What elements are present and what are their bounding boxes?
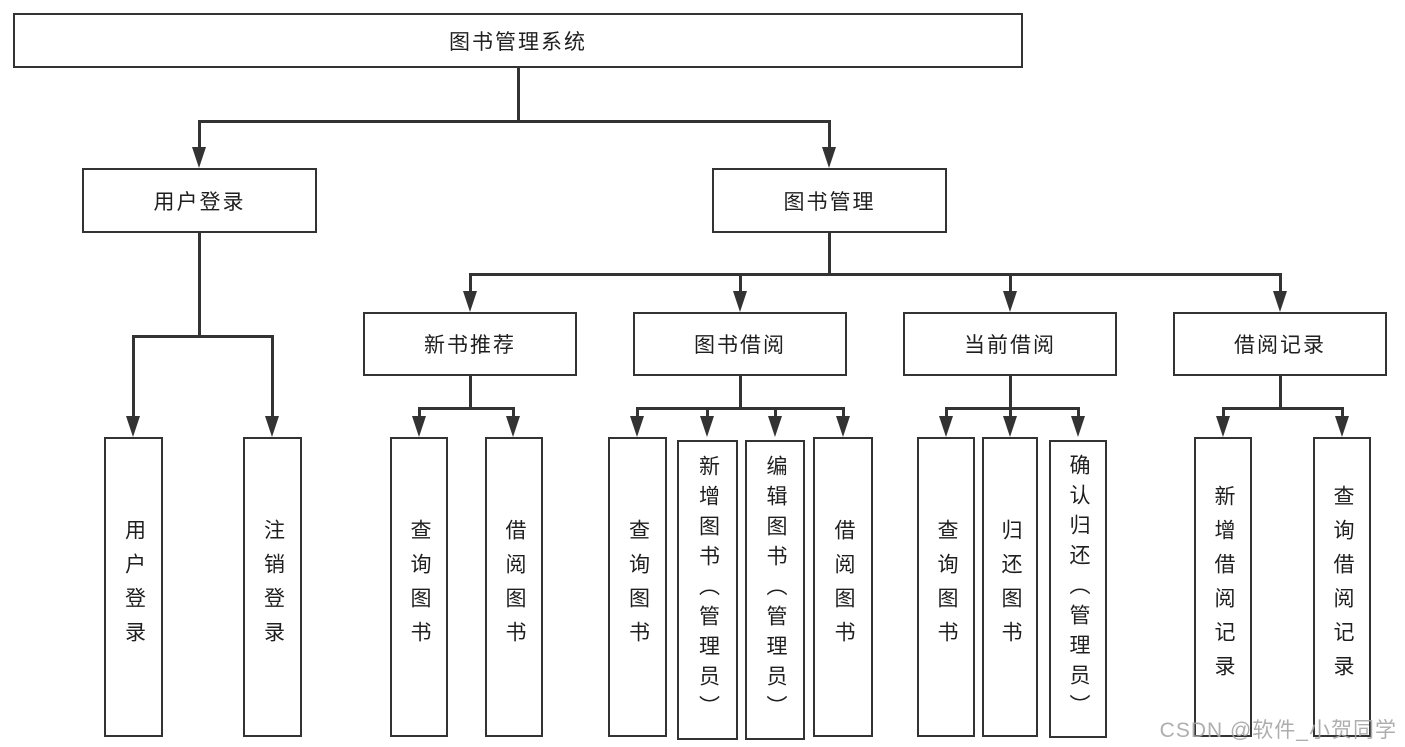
connector-to-leaf-logout <box>270 335 274 427</box>
connector-book-borrow-branch <box>635 407 845 410</box>
arrowhead-leaf-br-add-icon <box>1215 416 1230 437</box>
leaf-logout: 注销登录 <box>243 437 302 737</box>
leaf-cb-confirm-return-admin: 确认归还（管理员） <box>1049 440 1107 738</box>
connector-to-user-login <box>197 120 201 160</box>
arrowhead-leaf-bb-borrow-icon <box>835 416 850 437</box>
arrowhead-new-book-rec-icon <box>462 291 477 312</box>
leaf-bb-edit-books-admin: 编辑图书（管理员） <box>745 440 805 740</box>
arrowhead-leaf-cb-return-icon <box>1002 416 1017 437</box>
connector-current-borrow-stub <box>1008 376 1012 407</box>
csdn-watermark: CSDN @软件_小贺同学 <box>1159 719 1397 742</box>
leaf-cb-query-books: 查询图书 <box>917 437 975 737</box>
connector-to-book-mgmt <box>827 120 831 160</box>
arrowhead-leaf-bb-add-icon <box>699 416 714 437</box>
leaf-br-add-record: 新增借阅记录 <box>1194 437 1252 737</box>
connector-to-borrow-record <box>1278 273 1282 303</box>
leaf-rec-query-books: 查询图书 <box>390 437 448 737</box>
connector-borrow-record-stub <box>1278 376 1282 407</box>
connector-root-branch <box>197 120 831 123</box>
connector-new-book-rec-branch <box>417 407 515 410</box>
connector-borrow-record-branch <box>1221 407 1344 410</box>
arrowhead-current-borrow-icon <box>1002 291 1017 312</box>
leaf-user-login: 用户登录 <box>104 437 163 737</box>
arrowhead-leaf-bb-query-icon <box>629 416 644 437</box>
connector-to-book-borrow <box>738 273 742 303</box>
connector-user-login-branch <box>131 335 274 338</box>
node-book-borrowing: 图书借阅 <box>633 312 847 376</box>
connector-book-mgmt-branch <box>468 273 1282 276</box>
node-book-management: 图书管理 <box>712 168 947 233</box>
connector-to-current-borrow <box>1008 273 1012 303</box>
arrowhead-book-borrow-icon <box>732 291 747 312</box>
arrowhead-leaf-rec-borrow-icon <box>505 416 520 437</box>
arrowhead-borrow-record-icon <box>1272 291 1287 312</box>
connector-new-book-rec-stub <box>468 376 472 407</box>
arrowhead-leaf-cb-confirm-icon <box>1070 416 1085 437</box>
connector-to-new-book-rec <box>468 273 472 303</box>
node-current-borrowing: 当前借阅 <box>903 312 1117 376</box>
arrowhead-user-login-icon <box>191 147 206 168</box>
connector-book-mgmt-stub <box>827 233 831 273</box>
connector-root-stub <box>516 68 520 122</box>
leaf-bb-query-books: 查询图书 <box>608 437 667 737</box>
leaf-cb-return-books: 归还图书 <box>982 437 1038 737</box>
leaf-bb-borrow-books: 借阅图书 <box>813 437 873 737</box>
arrowhead-leaf-bb-edit-icon <box>767 416 782 437</box>
node-borrowing-records: 借阅记录 <box>1173 312 1387 376</box>
connector-user-login-stub <box>197 233 201 335</box>
leaf-rec-borrow-books: 借阅图书 <box>485 437 543 737</box>
connector-to-leaf-user-login <box>131 335 135 427</box>
connector-book-borrow-stub <box>738 376 742 407</box>
arrowhead-book-mgmt-icon <box>821 147 836 168</box>
node-library-management-system: 图书管理系统 <box>13 13 1023 68</box>
leaf-br-query-record: 查询借阅记录 <box>1313 437 1371 737</box>
arrowhead-leaf-rec-query-icon <box>411 416 426 437</box>
arrowhead-leaf-br-query-icon <box>1334 416 1349 437</box>
arrowhead-leaf-logout-icon <box>264 416 279 437</box>
connector-current-borrow-branch <box>944 407 1080 410</box>
arrowhead-leaf-cb-query-icon <box>938 416 953 437</box>
node-new-book-recommend: 新书推荐 <box>363 312 577 376</box>
leaf-bb-add-books-admin: 新增图书（管理员） <box>677 440 738 740</box>
arrowhead-leaf-user-login-icon <box>125 416 140 437</box>
node-user-login: 用户登录 <box>82 168 317 233</box>
